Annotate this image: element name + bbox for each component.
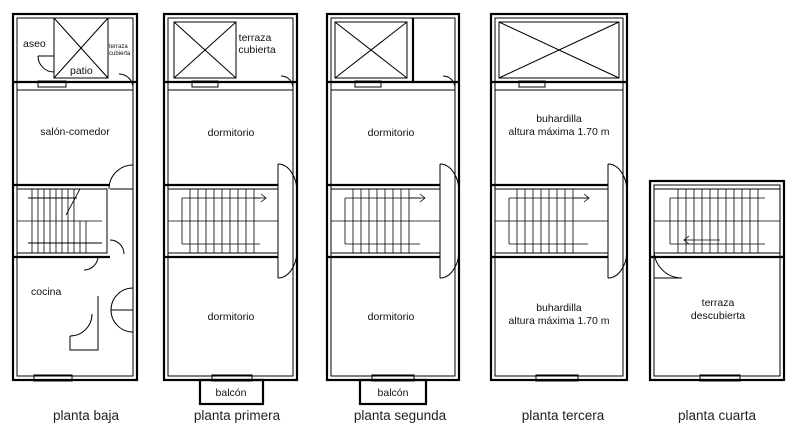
caption-planta-baja: planta baja: [53, 408, 120, 423]
staircase: [168, 189, 278, 253]
caption-planta-primera: planta primera: [194, 408, 281, 423]
balcony: [198, 378, 265, 406]
outer-wall: [489, 12, 629, 382]
staircase: [331, 189, 440, 253]
plan-planta-baja: aseo patio terraza cubierta salón-comedo…: [11, 12, 139, 423]
label-cubierta: cubierta: [109, 51, 131, 57]
plan-planta-segunda: dormitorio dormitorio balcón planta segu…: [325, 12, 461, 423]
staircase: [495, 189, 608, 253]
patio-area: [53, 17, 109, 79]
label-patio: patio: [70, 65, 93, 77]
label-dormitorio-upper: dormitorio: [368, 127, 415, 139]
window: [535, 374, 579, 382]
window: [33, 374, 73, 382]
window: [518, 80, 546, 88]
plan-planta-primera: terraza cubierta dormitorio dormitorio b…: [162, 12, 299, 423]
label-balcon: balcón: [216, 387, 247, 399]
label-terraza: terraza: [109, 44, 128, 50]
skylight: [334, 21, 408, 79]
label-altura-lower: altura máxima 1.70 m: [509, 315, 610, 327]
outer-wall: [648, 179, 786, 382]
outer-wall: [11, 12, 139, 382]
window: [211, 374, 253, 382]
balcony: [358, 378, 428, 406]
window: [37, 80, 67, 88]
label-terraza: terraza: [239, 32, 272, 44]
window: [699, 374, 741, 382]
plan-planta-tercera: buhardilla altura máxima 1.70 m buhardil…: [489, 12, 629, 423]
label-aseo: aseo: [23, 38, 46, 50]
label-altura-upper: altura máxima 1.70 m: [509, 126, 610, 138]
caption-planta-tercera: planta tercera: [522, 408, 605, 423]
label-dormitorio-upper: dormitorio: [208, 127, 255, 139]
label-descubierta: descubierta: [691, 310, 745, 322]
label-buhardilla-lower: buhardilla: [536, 302, 582, 314]
caption-planta-segunda: planta segunda: [354, 408, 447, 423]
skylight: [173, 21, 237, 79]
label-balcon: balcón: [378, 387, 409, 399]
label-salon-comedor: salón-comedor: [40, 126, 110, 138]
skylight: [498, 21, 620, 79]
window: [191, 80, 219, 88]
staircase: [17, 188, 102, 253]
label-dormitorio-lower: dormitorio: [208, 311, 255, 323]
plan-planta-cuarta: terraza descubierta planta cuarta: [648, 179, 786, 423]
label-cocina: cocina: [31, 286, 62, 298]
label-terraza: terraza: [702, 297, 735, 309]
label-dormitorio-lower: dormitorio: [368, 311, 415, 323]
window: [354, 80, 382, 88]
caption-planta-cuarta: planta cuarta: [678, 408, 757, 423]
label-cubierta: cubierta: [238, 44, 276, 56]
label-buhardilla-upper: buhardilla: [536, 113, 582, 125]
window: [371, 374, 415, 382]
staircase: [654, 189, 780, 253]
